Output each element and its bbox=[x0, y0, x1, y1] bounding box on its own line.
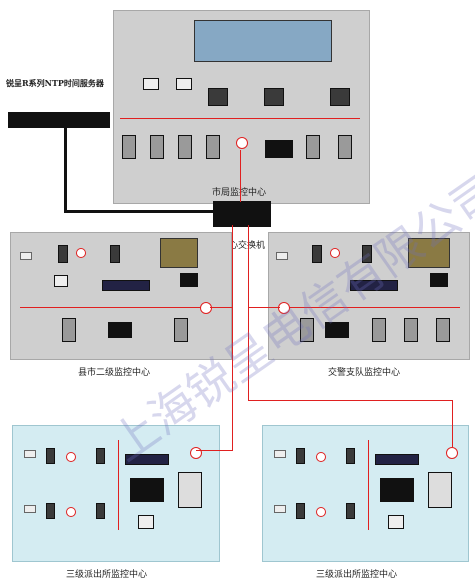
city-center-caption: 市局监控中心 bbox=[212, 188, 267, 198]
ntp-server-icon bbox=[8, 112, 110, 128]
station-left-caption: 三级派出所监控中心 bbox=[66, 570, 148, 580]
server-icon bbox=[96, 503, 105, 519]
server-icon bbox=[430, 273, 448, 287]
monitor-icon bbox=[380, 478, 414, 502]
server-icon bbox=[102, 280, 150, 291]
server-icon bbox=[404, 318, 418, 342]
camera-icon bbox=[274, 450, 286, 458]
camera-icon bbox=[276, 252, 288, 260]
server-icon bbox=[346, 448, 355, 464]
server-icon bbox=[178, 135, 192, 159]
monitor-icon bbox=[176, 78, 192, 90]
server-icon bbox=[312, 245, 322, 263]
ntp-server-label: 锐呈R系列NTP时间服务器 bbox=[6, 78, 104, 88]
server-icon bbox=[388, 515, 404, 529]
server-icon bbox=[296, 503, 305, 519]
server-icon bbox=[375, 454, 419, 465]
server-icon bbox=[436, 318, 450, 342]
server-icon bbox=[264, 88, 284, 106]
server-icon bbox=[46, 503, 55, 519]
encoder-icon bbox=[316, 452, 326, 462]
video-wall-icon bbox=[160, 238, 198, 268]
server-icon bbox=[265, 140, 293, 158]
switch-icon bbox=[446, 447, 458, 459]
server-icon bbox=[338, 135, 352, 159]
server-icon bbox=[58, 245, 68, 263]
monitor-icon bbox=[143, 78, 159, 90]
monitor-icon bbox=[54, 275, 68, 287]
server-icon bbox=[372, 318, 386, 342]
server-icon bbox=[180, 273, 198, 287]
server-icon bbox=[330, 88, 350, 106]
monitor-icon bbox=[428, 472, 452, 508]
encoder-icon bbox=[330, 248, 340, 258]
county-center-caption: 县市二级监控中心 bbox=[78, 368, 151, 378]
encoder-icon bbox=[66, 507, 76, 517]
station-right-caption: 三级派出所监控中心 bbox=[316, 570, 398, 580]
server-icon bbox=[362, 245, 372, 263]
server-icon bbox=[138, 515, 154, 529]
server-icon bbox=[346, 503, 355, 519]
server-icon bbox=[125, 454, 169, 465]
server-icon bbox=[62, 318, 76, 342]
camera-icon bbox=[274, 505, 286, 513]
camera-icon bbox=[24, 505, 36, 513]
server-icon bbox=[46, 448, 55, 464]
traffic-center-caption: 交警支队监控中心 bbox=[328, 368, 401, 378]
encoder-icon bbox=[66, 452, 76, 462]
server-icon bbox=[296, 448, 305, 464]
switch-icon bbox=[190, 447, 202, 459]
county-center-panel bbox=[10, 232, 232, 360]
server-icon bbox=[206, 135, 220, 159]
server-icon bbox=[208, 88, 228, 106]
core-switch-caption: 核心交换机 bbox=[220, 241, 266, 251]
switch-icon bbox=[236, 137, 248, 149]
server-icon bbox=[122, 135, 136, 159]
switch-icon bbox=[278, 302, 290, 314]
server-icon bbox=[96, 448, 105, 464]
server-icon bbox=[325, 322, 349, 338]
switch-icon bbox=[200, 302, 212, 314]
server-icon bbox=[350, 280, 398, 291]
encoder-icon bbox=[316, 507, 326, 517]
server-icon bbox=[174, 318, 188, 342]
monitor-icon bbox=[178, 472, 202, 508]
ntp-cable bbox=[64, 210, 214, 213]
server-icon bbox=[108, 322, 132, 338]
monitor-icon bbox=[130, 478, 164, 502]
server-icon bbox=[300, 318, 314, 342]
core-switch-icon bbox=[213, 201, 271, 227]
ntp-cable bbox=[64, 126, 67, 212]
camera-icon bbox=[20, 252, 32, 260]
encoder-icon bbox=[76, 248, 86, 258]
video-wall-icon bbox=[408, 238, 450, 268]
server-icon bbox=[110, 245, 120, 263]
video-wall-icon bbox=[194, 20, 332, 62]
server-icon bbox=[150, 135, 164, 159]
server-icon bbox=[306, 135, 320, 159]
camera-icon bbox=[24, 450, 36, 458]
